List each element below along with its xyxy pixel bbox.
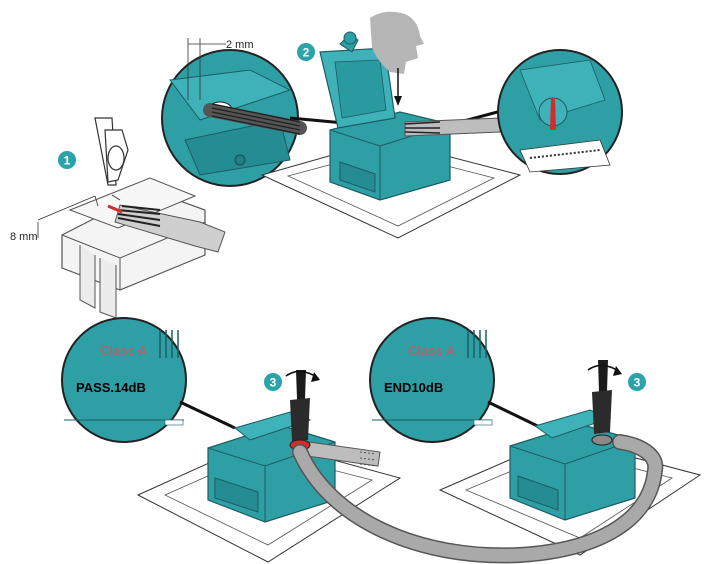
right-class-label: Class A [408, 343, 456, 358]
step3-right-number: 3 [634, 376, 641, 390]
step1-strip-illustration: 8 mm 1 [10, 117, 226, 319]
head-silhouette [370, 11, 424, 74]
step3-left-badge [264, 373, 282, 391]
left-class-label: Class A [100, 343, 148, 358]
step2-zoom-insertion: 2 mm [161, 38, 307, 187]
strip-gap-label: 2 mm [226, 39, 254, 51]
right-value-label: END10dB [384, 380, 443, 395]
strip-length-label: 8 mm [10, 231, 38, 243]
step3-right-badge [628, 373, 646, 391]
step2-jack-assembly: 2 [260, 11, 522, 239]
step2-badge [297, 43, 315, 61]
step1-number: 1 [64, 154, 71, 168]
step2-number: 2 [303, 46, 310, 60]
step3-left-jack: Class A PASS.14dB 3 [61, 317, 402, 563]
step3-left-number: 3 [270, 376, 277, 390]
step1-badge [58, 151, 76, 169]
step2-zoom-indicator [497, 49, 623, 175]
step3-right-jack: Class A END10dB 3 [369, 317, 702, 556]
left-value-label: PASS.14dB [76, 380, 146, 395]
red-indicator-mark [550, 98, 556, 130]
